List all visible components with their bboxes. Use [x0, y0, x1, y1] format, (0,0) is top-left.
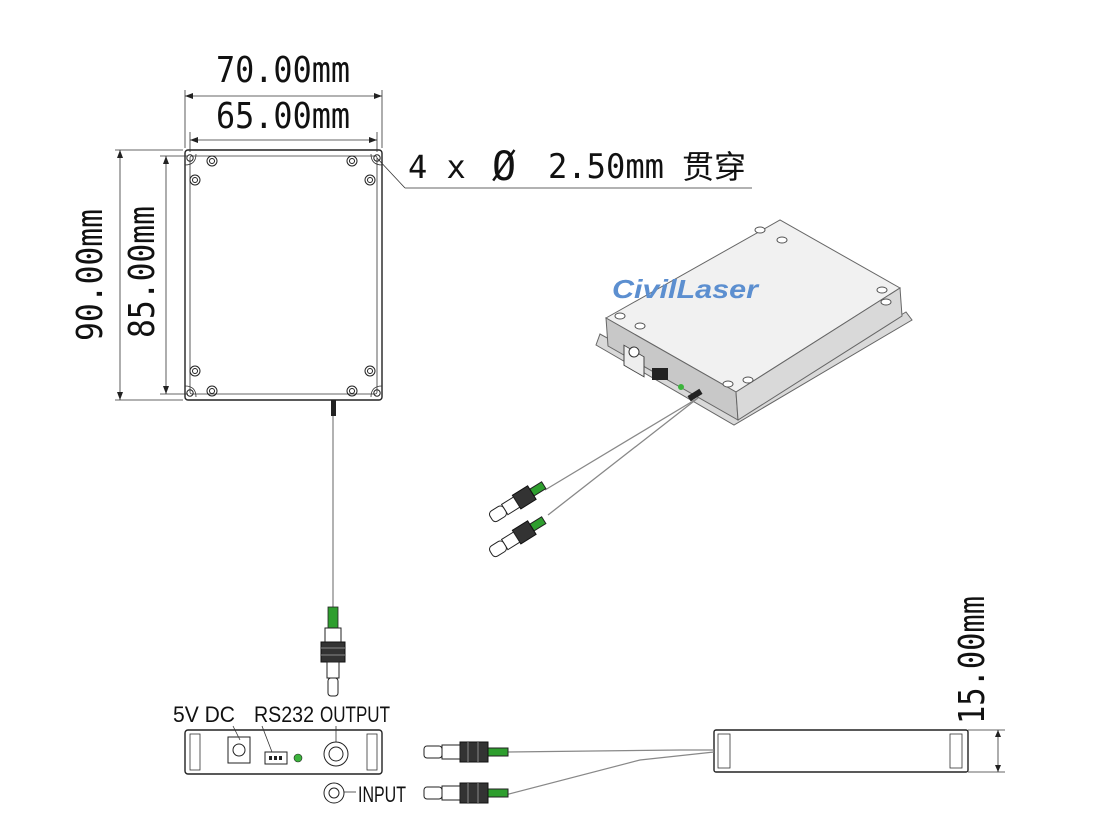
corner-tab-br — [370, 385, 383, 398]
side-connector-2 — [423, 782, 509, 804]
fiber-connector-vertical — [320, 606, 346, 697]
iso-dc-jack-hole — [628, 346, 640, 358]
label-power: 5V DC — [173, 702, 235, 727]
front-view: 5V DC RS232 OUTPUT INPUT — [173, 702, 406, 807]
iso-fiber-2 — [547, 397, 699, 516]
iso-fiber-1 — [544, 397, 699, 491]
side-fiber-1 — [504, 749, 714, 753]
front-input-port — [323, 782, 345, 804]
hole-note: 贯穿 — [682, 148, 746, 186]
iso-indicator-led — [678, 384, 684, 390]
front-left-flange — [189, 733, 201, 771]
side-view: 15.00mm — [423, 596, 1005, 804]
label-input: INPUT — [358, 782, 406, 807]
mounting-hole-br — [373, 389, 381, 397]
side-right-flange — [949, 733, 963, 769]
inner-height-label: 85.00mm — [122, 206, 163, 338]
hole-count: 4 x — [408, 148, 466, 186]
front-output-port-inner — [328, 746, 344, 762]
iso-connector-1 — [488, 481, 547, 523]
thickness-label: 15.00mm — [952, 596, 993, 724]
mounting-holes — [186, 154, 381, 397]
dimension-inner-height — [160, 155, 188, 395]
front-dc-jack-hole — [232, 743, 246, 757]
diameter-symbol: Ø — [492, 144, 516, 190]
inner-width-label: 65.00mm — [216, 96, 350, 137]
dimension-thickness — [968, 729, 1005, 773]
iso-screws — [614, 226, 892, 388]
outer-width-label: 70.00mm — [216, 50, 350, 91]
logo-watermark: CivilLaser — [612, 274, 760, 304]
dimension-inner-width — [189, 132, 378, 152]
mounting-hole-bl — [186, 389, 194, 397]
leader-power — [232, 725, 241, 741]
label-serial: RS232 — [254, 702, 314, 727]
side-connector-1 — [423, 741, 509, 763]
iso-right-face — [735, 287, 903, 421]
top-view-inner-edge — [189, 155, 378, 395]
top-view: 70.00mm 65.00mm 90.00mm 85.00mm — [70, 50, 752, 697]
side-view-body — [713, 729, 969, 773]
iso-fiber-boot — [687, 388, 703, 402]
outer-height-label: 90.00mm — [70, 209, 111, 341]
mounting-hole-tl — [186, 154, 194, 162]
corner-tab-bl — [184, 385, 197, 398]
hole-callout-leader — [376, 157, 752, 189]
label-output: OUTPUT — [320, 702, 390, 727]
corner-tab-tl — [184, 153, 197, 166]
fiber-boot — [331, 400, 336, 416]
side-left-flange — [717, 733, 731, 769]
front-dc-jack — [227, 736, 251, 764]
iso-connector-2 — [488, 516, 547, 558]
hole-diameter: 2.50mm — [548, 147, 664, 187]
hole-callout: 4 x Ø 2.50mm 贯穿 — [408, 144, 746, 190]
corner-tab-tr — [370, 153, 383, 166]
front-input-port-inner — [328, 787, 340, 799]
lid-screws — [189, 155, 376, 397]
side-fiber-2 — [504, 751, 715, 796]
mounting-hole-tr — [373, 154, 381, 162]
top-view-body — [184, 149, 383, 401]
dimension-outer-height — [115, 149, 183, 401]
leader-serial — [261, 725, 273, 753]
front-right-flange — [366, 733, 378, 771]
isometric-view: CivilLaser — [488, 219, 913, 558]
front-indicator-led — [293, 753, 303, 763]
iso-rs232-port — [652, 368, 668, 380]
front-rs232-port — [264, 751, 288, 765]
dimension-outer-width — [184, 90, 383, 148]
